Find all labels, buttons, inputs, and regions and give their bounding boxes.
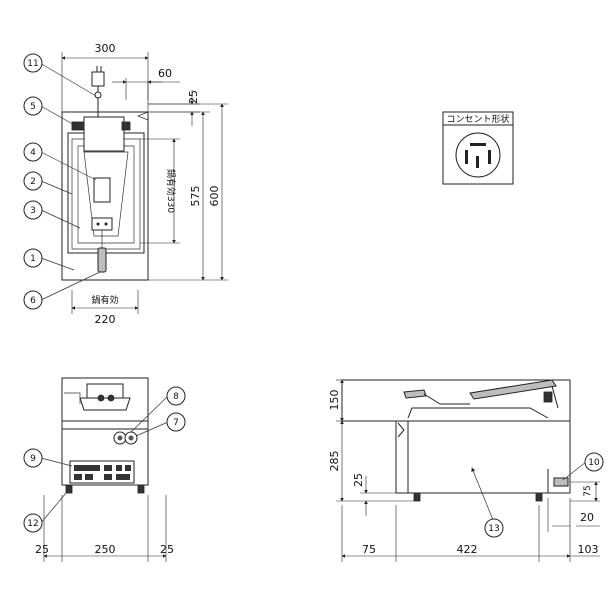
callout-10	[584, 452, 604, 472]
dim-300-label: 300	[95, 42, 116, 55]
lid-handle	[469, 379, 557, 400]
side-lower	[395, 420, 571, 494]
side-leg-rear	[535, 492, 543, 502]
dim-575-label: 575	[189, 186, 202, 207]
side-view-callouts: 10 13	[471, 452, 604, 538]
dim-60-label: 60	[158, 67, 172, 80]
drain-block	[91, 217, 113, 231]
side-connector	[71, 121, 85, 131]
svg-text:3: 3	[30, 206, 36, 216]
dim-75-right-label: 75	[583, 485, 593, 496]
callout-9	[23, 448, 43, 468]
callout-13	[484, 518, 504, 538]
dim-600-label: 600	[208, 186, 221, 207]
side-view	[341, 379, 571, 502]
socket-shape-box: コンセント形状	[442, 111, 514, 185]
dim-220-label: 220	[95, 313, 116, 326]
svg-text:10: 10	[588, 458, 600, 468]
callout-1	[23, 248, 43, 268]
front-view-dimensions: 25 250 25	[35, 495, 174, 562]
svg-text:13: 13	[488, 524, 499, 534]
svg-text:4: 4	[30, 148, 36, 158]
lid-top	[83, 116, 125, 152]
side-connector-10	[553, 477, 569, 487]
dim-25-top-label: 25	[187, 90, 200, 104]
top-view-dimensions: 300 60 25 575 600 鍋有効330 鍋有効 220	[61, 42, 228, 326]
dim-front-left: 25	[35, 543, 49, 556]
top-view-body	[61, 111, 149, 281]
svg-text:7: 7	[173, 418, 179, 428]
socket-icon	[455, 132, 501, 178]
side-view-dimensions: 150 285 25 75 422 103 20 75	[328, 379, 600, 562]
front-view	[61, 377, 149, 494]
svg-text:5: 5	[30, 102, 36, 112]
top-view-callouts: 11 5 4 2 3 1 6	[23, 53, 101, 310]
callout-2	[23, 171, 43, 191]
svg-text:8: 8	[173, 392, 179, 402]
front-lower	[61, 420, 149, 486]
control-panel	[69, 460, 135, 484]
front-leg-left	[65, 484, 73, 494]
socket-title: コンセント形状	[446, 113, 509, 125]
dim-422-label: 422	[457, 543, 478, 556]
side-connector-right	[121, 121, 131, 131]
svg-text:2: 2	[30, 177, 36, 187]
dim-150-label: 150	[328, 390, 341, 411]
dim-20-label: 20	[580, 511, 594, 524]
dim-front-mid: 250	[95, 543, 116, 556]
svg-text:6: 6	[30, 296, 36, 306]
pot-effective-label: 鍋有効	[91, 294, 118, 306]
power-plug	[91, 71, 105, 87]
dim-285-label: 285	[328, 451, 341, 472]
dim-front-right: 25	[160, 543, 174, 556]
svg-text:12: 12	[27, 519, 38, 529]
svg-text:1: 1	[30, 254, 36, 264]
top-view	[61, 66, 149, 281]
svg-text:9: 9	[30, 454, 36, 464]
dim-330-label: 鍋有効330	[165, 169, 177, 213]
pot-bottom	[83, 151, 129, 237]
drain-handle	[97, 247, 107, 273]
callout-3	[23, 200, 43, 220]
callout-6	[23, 290, 43, 310]
dim-25-side-label: 25	[352, 473, 365, 487]
callout-8	[166, 386, 186, 406]
side-leg-front	[413, 492, 421, 502]
callout-5	[23, 96, 43, 116]
basket-window	[93, 177, 111, 203]
callout-4	[23, 142, 43, 162]
front-lid	[86, 383, 124, 399]
side-front-panel	[395, 420, 409, 494]
svg-text:11: 11	[27, 59, 38, 69]
callout-12	[23, 513, 43, 533]
front-leg-right	[137, 484, 145, 494]
callout-11	[23, 53, 43, 73]
front-view-callouts: 8 7 9 12	[23, 386, 186, 533]
dim-75-bottom-label: 75	[362, 543, 376, 556]
dim-103-label: 103	[578, 543, 599, 556]
callout-7	[166, 412, 186, 432]
